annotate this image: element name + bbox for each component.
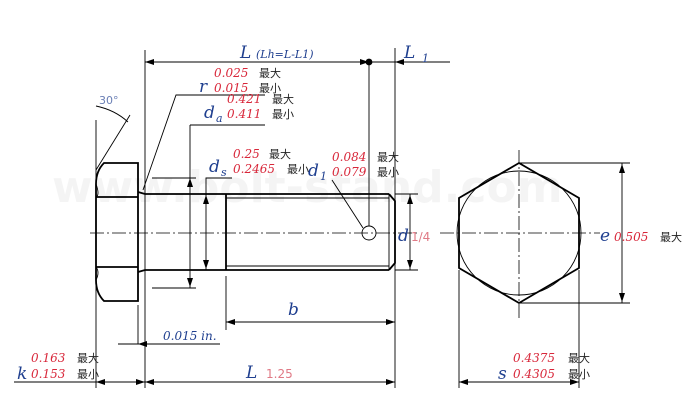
r-min-tag: 最小 (259, 82, 281, 95)
d1-min-tag: 最小 (377, 166, 399, 179)
da-min: 0.411 (227, 107, 261, 121)
label-s: s (498, 364, 507, 384)
d-value: 1/4 (411, 230, 430, 244)
arrow-Lb-left (145, 379, 154, 385)
arrow-e-bottom (619, 293, 625, 302)
k-max: 0.163 (31, 351, 66, 365)
label-d1-sub: 1 (320, 170, 327, 183)
k-min: 0.153 (31, 367, 66, 381)
arrow-d-bottom (407, 260, 413, 269)
label-k: k (17, 364, 27, 384)
label-d1: d (308, 161, 319, 181)
da-min-tag: 最小 (272, 108, 294, 121)
da-max: 0.421 (227, 92, 261, 106)
label-e: e (600, 226, 610, 246)
s-max-tag: 最大 (568, 351, 590, 365)
k-max-tag: 最大 (77, 351, 99, 365)
s-min: 0.4305 (513, 367, 555, 381)
arrow-b-left (226, 319, 235, 325)
angle-arc (95, 105, 129, 123)
arrow-da-top (187, 178, 193, 187)
d1-min: 0.079 (332, 165, 367, 179)
label-L1: L (403, 43, 415, 63)
leader-d1 (331, 179, 364, 229)
label-L1-sub: 1 (422, 52, 429, 65)
e-value: 0.505 (614, 230, 648, 244)
label-da: d (204, 103, 215, 123)
label-d: d (398, 226, 409, 246)
arrow-k-right (136, 379, 145, 385)
label-r: r (199, 77, 208, 97)
k-min-tag: 最小 (77, 368, 99, 381)
arrow-L1-left (395, 59, 404, 65)
arrow-e-top (619, 164, 625, 173)
label-ds: d (209, 157, 220, 177)
angle-leader (95, 114, 131, 171)
arrow-L-right (360, 59, 369, 65)
label-da-sub: a (216, 112, 223, 125)
ds-max: 0.25 (233, 147, 260, 161)
arrow-d-top (407, 195, 413, 204)
arrow-ds-bottom (203, 260, 209, 269)
leader-r (142, 94, 265, 191)
r-max-tag: 最大 (259, 66, 281, 80)
r-max: 0.025 (214, 66, 248, 80)
label-angle: 30° (99, 94, 119, 107)
da-max-tag: 最大 (272, 92, 294, 106)
head-arc-upper (95, 183, 99, 198)
side-dimension-lines (14, 48, 450, 388)
ds-min: 0.2465 (233, 162, 275, 176)
label-b: b (288, 300, 299, 320)
arrow-chamfer (138, 341, 147, 347)
leader-ds (205, 177, 232, 194)
arrow-Lb-right (386, 379, 395, 385)
ds-max-tag: 最大 (269, 147, 291, 161)
label-L-bottom: L (245, 363, 257, 383)
end-view (440, 150, 630, 388)
d1-max: 0.084 (332, 150, 366, 164)
arrow-da-bottom (187, 278, 193, 287)
arrow-s-left (459, 379, 468, 385)
d1-max-tag: 最大 (377, 150, 399, 164)
arrow-ds-top (203, 195, 209, 204)
arrow-b-right (386, 319, 395, 325)
label-L: L (239, 43, 251, 63)
L-value: 1.25 (266, 367, 293, 381)
head-arc-lower (95, 266, 99, 281)
ds-min-tag: 最小 (287, 163, 309, 176)
s-max: 0.4375 (513, 351, 555, 365)
label-ds-sub: s (221, 166, 227, 179)
shank-bottom-edge (137, 269, 226, 273)
arrow-k-left (96, 379, 105, 385)
arrow-L-left (145, 59, 154, 65)
side-view (90, 58, 420, 302)
label-chamfer: 0.015 in. (163, 329, 217, 343)
s-min-tag: 最小 (568, 368, 590, 381)
r-min: 0.015 (214, 81, 248, 95)
arrow-s-right (570, 379, 579, 385)
e-max-tag: 最大 (660, 230, 682, 244)
label-L-note: (Lh=L-L1) (256, 48, 314, 61)
